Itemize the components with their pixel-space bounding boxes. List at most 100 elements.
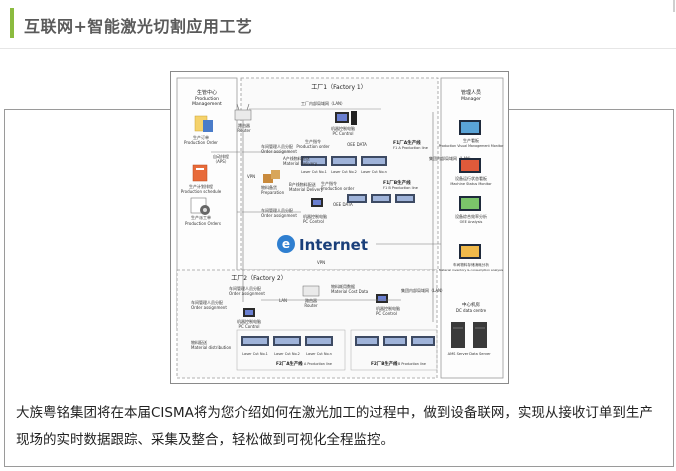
- production-order2-en: Production order: [321, 186, 355, 191]
- f2-line-b-machines: [355, 336, 435, 346]
- status-icon: [459, 158, 481, 173]
- material-cost-en: Material Cost Data: [331, 289, 369, 294]
- preparation-icon: [263, 170, 280, 183]
- schedule-icon: [192, 164, 208, 182]
- schedule-label-cn: 生产计划排程: [189, 183, 213, 189]
- f2-group-lan-label: 集团内部局域网（LAN）: [401, 287, 445, 293]
- inventory-icon: [459, 244, 481, 259]
- svg-text:e: e: [282, 237, 290, 251]
- work-order-label-en: Production Orders: [185, 221, 221, 226]
- aps-label-cn: 自动排程: [213, 153, 229, 159]
- material-cost-cn: 物料耗用数据: [331, 283, 355, 289]
- f2-line-a-en: F2 A Production line: [299, 362, 332, 366]
- network-diagram: 生管中心 Production Management 生产订单 Producti…: [170, 71, 509, 384]
- internet-label: Internet: [299, 236, 368, 254]
- pc2-cn: 机器控制电脑: [303, 213, 327, 219]
- order-assign-cn: 车间管理人员分配: [261, 143, 293, 149]
- work-order-label-cn: 生产派工单: [191, 214, 211, 220]
- production-order-cmd-cn: 生产指令: [305, 138, 321, 144]
- f2-laser-2: Laser Cut No.2: [274, 352, 300, 356]
- f2-laser-1: Laser Cut No.1: [242, 352, 268, 356]
- f2-order-assign-en: Order assignment: [229, 291, 265, 296]
- production-order-label-cn: 生产订单: [193, 134, 209, 140]
- oee-data-label: OEE DATA: [347, 142, 367, 147]
- f2-order-assign-cn: 车间管理人员分配: [229, 285, 261, 291]
- router-label-en: Router: [237, 128, 251, 133]
- description-text: 大族粤铭集团将在本届CISMA将为您介绍如何在激光加工的过程中，做到设备联网，实…: [16, 405, 653, 448]
- monitor-label-cn: 生产看板: [463, 137, 479, 143]
- right-panel-subtitle: Manager: [461, 96, 481, 102]
- dc-title-cn: 中心机房: [462, 301, 480, 308]
- right-panel-title: 管理人员: [461, 89, 481, 96]
- production-order2-cn: 生产指令: [321, 180, 337, 186]
- work-order-icon: [190, 197, 210, 215]
- f1-line-a-cn: F1厂A生产线: [393, 139, 421, 146]
- monitor-icon: [459, 120, 481, 135]
- f1-line-a-en: F1 A Production line: [393, 146, 428, 150]
- f2-pc2-en: PC Control: [376, 311, 397, 316]
- f2-line-a-cn: F2厂A生产线: [276, 360, 303, 367]
- router-2-icon: [302, 285, 320, 297]
- f1-line-b-machines: [347, 194, 415, 203]
- left-panel-title: 生管中心: [197, 89, 217, 96]
- preparation-en: Preparation: [261, 190, 285, 195]
- router-label-cn: 路由器: [238, 122, 250, 128]
- factory1-title: 工厂1（Factory 1）: [311, 84, 366, 91]
- f2-line-b-en: F2 B Production line: [393, 362, 426, 366]
- monitor-label-en: Production Visual Management Monitor: [439, 144, 504, 148]
- order-assign-en: Order assignment: [261, 149, 297, 154]
- header-accent-bar: [10, 8, 14, 38]
- pc-control-label-en: PC Control: [333, 131, 354, 136]
- header-divider: [0, 48, 676, 49]
- factory1-vpn-label: VPN: [247, 174, 255, 179]
- f2-pc-cn: 机器控制电脑: [237, 318, 261, 324]
- f2-line-b-cn: F2厂B生产线: [371, 360, 398, 367]
- preparation-cn: 物料备货: [261, 184, 277, 190]
- aps-label-en: （APS）: [213, 159, 229, 164]
- f1-laser-1: Laser Cut No.1: [301, 170, 327, 174]
- inventory-label-cn: 车间物料存储消耗分析: [453, 262, 489, 267]
- section-header: 互联网+智能激光切割应用工艺: [6, 6, 670, 38]
- page-title: 互联网+智能激光切割应用工艺: [24, 17, 253, 36]
- f2-order-assign2-cn: 车间管理人员分配: [191, 299, 223, 305]
- f2-pc-icon: [243, 308, 255, 317]
- left-panel-subtitle-2: Management: [192, 101, 222, 107]
- f2-pc-en: PC Control: [239, 324, 260, 329]
- b-material-en: Material Delivery: [289, 187, 324, 192]
- data-server-label: Data Server: [469, 352, 491, 356]
- production-order-label-en: Production Order: [184, 140, 218, 145]
- order-assign2-en: Order assignment: [261, 213, 297, 218]
- pc-control-label-cn: 机器控制电脑: [331, 125, 355, 131]
- f2-pc2-icon: [376, 294, 388, 303]
- order-assign2-cn: 车间管理人员分配: [261, 207, 293, 213]
- status-label-cn: 设备运行状态看板: [455, 175, 487, 181]
- pc-control-icon: [335, 111, 357, 125]
- distribution-en: Material distribution: [191, 345, 232, 350]
- oee-data2-label: OEE DATA: [333, 202, 353, 207]
- production-order-cmd-en: Production order: [296, 144, 330, 149]
- schedule-label-en: Production schedule: [181, 189, 222, 194]
- oee-icon: [459, 196, 481, 211]
- f2-order-assign2-en: Order assignment: [191, 305, 227, 310]
- group-lan-label: 集团内部局域网（LAN）: [429, 155, 473, 161]
- pc2-en: PC Control: [303, 219, 324, 224]
- f1-line-b-cn: F1厂B生产线: [383, 179, 411, 186]
- right-edge-divider: [673, 0, 675, 12]
- f2-pc2-cn: 机器控制电脑: [376, 305, 400, 311]
- status-label-en: Machine Status Monitor: [450, 182, 492, 186]
- f1-laser-n: Laser Cut No.n: [361, 170, 387, 174]
- dc-title-en: DC data centre: [456, 308, 487, 313]
- material-delivery-en: Material Delivery: [283, 161, 318, 166]
- pc-control-2-icon: [311, 198, 323, 207]
- factory2-title: 工厂2（Factory 2）: [231, 275, 286, 282]
- server-icons: [451, 322, 487, 348]
- material-delivery-cn: A产线物料配送: [283, 155, 310, 161]
- f2-laser-n: Laser Cut No.n: [306, 352, 332, 356]
- b-material-cn: B产线物料配送: [289, 181, 316, 187]
- router2-label-en: Router: [304, 303, 318, 308]
- internet-icon: e: [277, 235, 295, 253]
- ams-server-label: AMS Server: [448, 352, 469, 356]
- factory1-lan-label: 工厂内部局域网（LAN）: [301, 100, 345, 106]
- f2-lan-label: LAN: [279, 298, 287, 303]
- distribution-cn: 物料配送: [191, 339, 207, 345]
